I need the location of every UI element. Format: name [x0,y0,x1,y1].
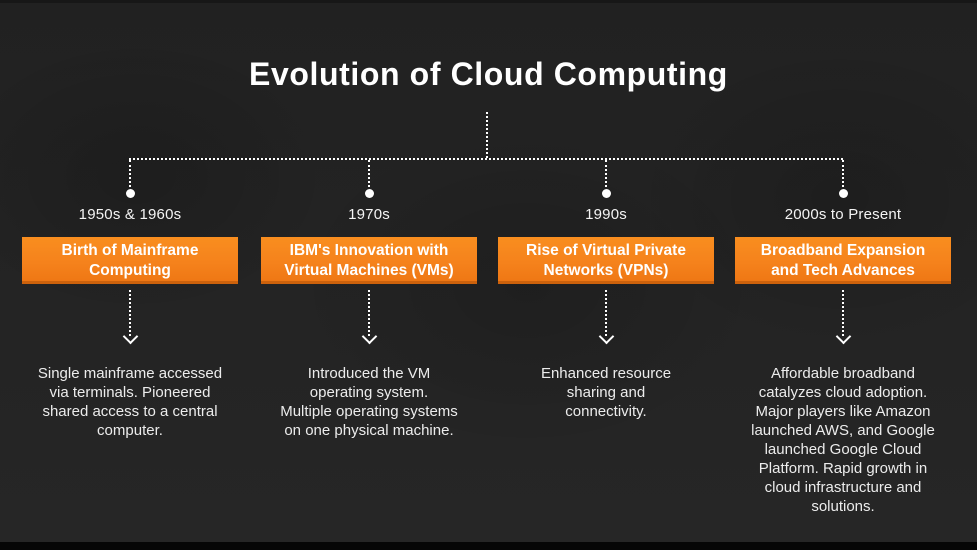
arrow-down-icon [122,290,138,345]
arrow-line [368,290,370,336]
arrow-head [835,328,851,345]
era-label: 1970s [348,206,390,223]
timeline-column-2000s: 2000s to Present Broadband Expansion and… [735,160,951,516]
era-label: 1990s [585,206,627,223]
era-heading: Birth of Mainframe Computing [61,241,199,279]
branch-drop-line [842,160,844,187]
era-description: Introduced the VM operating system. Mult… [280,365,458,439]
branch-drop-line [605,160,607,187]
era-heading-box: Birth of Mainframe Computing [22,237,238,284]
timeline-column-1950s: 1950s & 1960s Birth of Mainframe Computi… [22,160,238,440]
era-heading-box: Broadband Expansion and Tech Advances [735,237,951,284]
letterbox-bar [0,542,977,550]
timeline-node-dot [601,189,611,198]
arrow-head [361,328,377,345]
era-description: Single mainframe accessed via terminals.… [37,365,223,439]
era-label: 1950s & 1960s [78,206,182,223]
arrow-line [842,290,844,336]
era-description: Affordable broadband catalyzes cloud ado… [751,365,935,515]
era-label: 2000s to Present [784,206,902,223]
timeline-node-dot [838,189,848,198]
arrow-down-icon [361,290,377,345]
title-connector-line [486,112,488,158]
timeline-column-1970s: 1970s IBM's Innovation with Virtual Mach… [261,160,477,440]
timeline-node-dot [125,189,135,198]
era-heading: Rise of Virtual Private Networks (VPNs) [526,241,686,279]
timeline-branch-line [129,158,843,160]
arrow-line [129,290,131,336]
era-heading-box: IBM's Innovation with Virtual Machines (… [261,237,477,284]
timeline-column-1990s: 1990s Rise of Virtual Private Networks (… [498,160,714,421]
slide-title: Evolution of Cloud Computing [249,56,728,92]
era-description: Enhanced resource sharing and connectivi… [540,365,672,420]
branch-drop-line [368,160,370,187]
arrow-line [605,290,607,336]
era-heading: Broadband Expansion and Tech Advances [760,241,926,279]
arrow-head [598,328,614,345]
top-shade [0,0,977,3]
arrow-head [122,328,138,345]
era-heading-box: Rise of Virtual Private Networks (VPNs) [498,237,714,284]
era-heading: IBM's Innovation with Virtual Machines (… [284,241,454,279]
branch-drop-line [129,160,131,187]
arrow-down-icon [835,290,851,345]
arrow-down-icon [598,290,614,345]
timeline-node-dot [364,189,374,198]
